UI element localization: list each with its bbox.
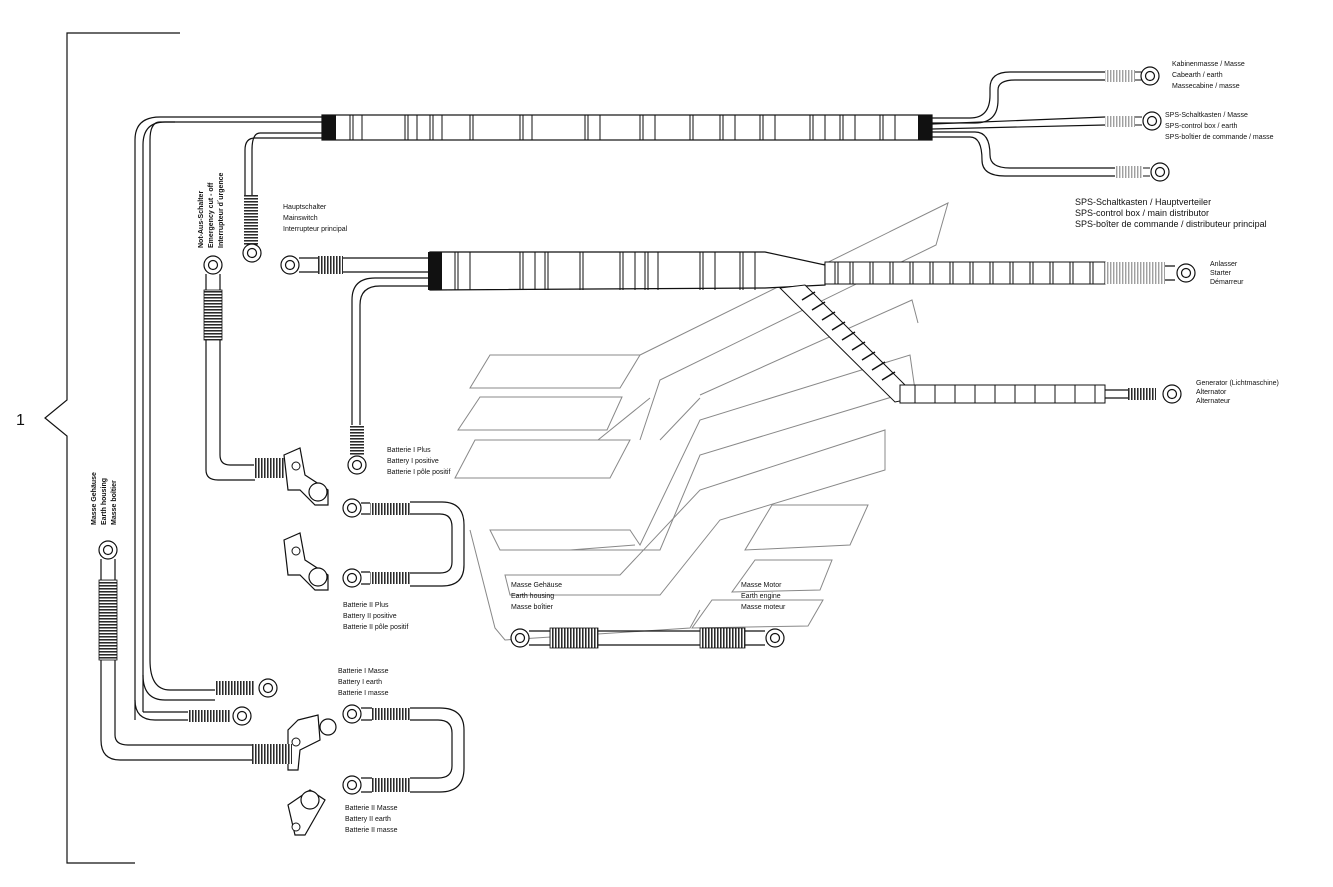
svg-text:Batterie I masse: Batterie I masse	[338, 690, 389, 697]
label-emergency-cutoff: Not-Aus-Schalter Emergency cut - off Int…	[198, 172, 225, 248]
svg-text:Interrupteur principal: Interrupteur principal	[283, 226, 348, 233]
svg-text:Anlasser: Anlasser	[1210, 261, 1238, 268]
svg-text:Batterie I Plus: Batterie I Plus	[387, 447, 431, 454]
svg-text:Masse boîtier: Masse boîtier	[111, 480, 118, 525]
ground-strap	[510, 627, 785, 649]
svg-text:Batterie II masse: Batterie II masse	[345, 827, 398, 834]
label-battery-1-earth: Batterie I Masse Battery I earth Batteri…	[338, 668, 389, 697]
svg-text:Démarreur: Démarreur	[1210, 279, 1244, 286]
svg-text:Mainswitch: Mainswitch	[283, 215, 318, 222]
svg-text:Batterie I Masse: Batterie I Masse	[338, 668, 389, 675]
svg-text:Batterie II pôle positif: Batterie II pôle positif	[343, 624, 408, 631]
background-outline	[454, 202, 949, 641]
svg-text:Masse Motor: Masse Motor	[741, 582, 782, 589]
svg-text:Starter: Starter	[1210, 270, 1232, 277]
label-mainswitch: Hauptschalter Mainswitch Interrupteur pr…	[283, 204, 348, 233]
label-earth-engine: Masse Motor Earth engine Masse moteur	[741, 582, 786, 611]
svg-text:Massecabine / masse: Massecabine / masse	[1172, 83, 1240, 90]
svg-text:Alternator: Alternator	[1196, 389, 1227, 396]
svg-text:SPS-boîter de commande / distr: SPS-boîter de commande / distributeur pr…	[1075, 219, 1267, 229]
svg-text:Masse Gehäuse: Masse Gehäuse	[511, 582, 562, 589]
label-earth-housing: Masse Gehäuse Earth housing Masse boîtie…	[511, 582, 562, 611]
svg-text:Hauptschalter: Hauptschalter	[283, 204, 327, 211]
svg-text:SPS-control box / main distri: SPS-control box / main distributor	[1075, 208, 1209, 218]
svg-text:Earth housing: Earth housing	[511, 593, 554, 600]
svg-text:Battery II positive: Battery II positive	[343, 613, 397, 620]
label-alternator: Generator (Lichtmaschine) Alternator Alt…	[1196, 380, 1279, 405]
svg-text:Battery I positive: Battery I positive	[387, 458, 439, 465]
label-battery-1-positive: Batterie I Plus Battery I positive Batte…	[387, 447, 450, 476]
svg-text:Cabearth / earth: Cabearth / earth	[1172, 72, 1223, 79]
svg-text:Alternateur: Alternateur	[1196, 398, 1231, 405]
svg-text:Earth housing: Earth housing	[101, 478, 108, 525]
label-battery-2-earth: Batterie II Masse Battery II earth Batte…	[345, 805, 398, 834]
item-bracket	[44, 32, 180, 864]
svg-text:Battery I earth: Battery I earth	[338, 679, 382, 686]
svg-text:Batterie II Plus: Batterie II Plus	[343, 602, 389, 609]
svg-text:Earth engine: Earth engine	[741, 593, 781, 600]
mainswitch-harness	[280, 251, 1196, 475]
svg-text:Emergency cut - off: Emergency cut - off	[208, 182, 215, 248]
svg-text:Battery II earth: Battery II earth	[345, 816, 391, 823]
svg-text:Interrupteur d´urgence: Interrupteur d´urgence	[218, 172, 225, 248]
svg-text:Generator (Lichtmaschine): Generator (Lichtmaschine)	[1196, 380, 1279, 387]
label-sps-earth: SPS-Schaltkasten / Masse SPS-control box…	[1165, 112, 1274, 141]
svg-text:Batterie II Masse: Batterie II Masse	[345, 805, 398, 812]
svg-text:SPS-control box / earth: SPS-control box / earth	[1165, 123, 1237, 130]
svg-text:Batterie I pôle positif: Batterie I pôle positif	[387, 469, 450, 476]
svg-text:Not-Aus-Schalter: Not-Aus-Schalter	[198, 191, 205, 248]
earth-housing-cable	[98, 540, 292, 764]
label-earth-housing-left: Masse Gehäuse Earth housing Masse boîtie…	[91, 472, 118, 525]
battery-connections	[134, 447, 465, 836]
label-battery-2-positive: Batterie II Plus Battery II positive Bat…	[343, 602, 408, 631]
label-starter: Anlasser Starter Démarreur	[1210, 261, 1244, 286]
svg-text:Masse moteur: Masse moteur	[741, 604, 786, 611]
svg-text:SPS-Schaltkasten / Hauptvertei: SPS-Schaltkasten / Hauptverteiler	[1075, 197, 1211, 207]
label-sps-main-distributor: SPS-Schaltkasten / Hauptverteiler SPS-co…	[1075, 197, 1267, 229]
svg-text:SPS-Schaltkasten / Masse: SPS-Schaltkasten / Masse	[1165, 112, 1248, 119]
label-cab-earth: Kabinenmasse / Masse Cabearth / earth Ma…	[1172, 61, 1245, 90]
item-number: 1	[16, 412, 25, 429]
top-harness	[134, 66, 1170, 720]
svg-text:SPS-boîtier de commande / mass: SPS-boîtier de commande / masse	[1165, 134, 1274, 141]
svg-text:Masse boîtier: Masse boîtier	[511, 604, 554, 611]
emergency-cutoff-cable	[203, 195, 284, 481]
svg-text:Masse Gehäuse: Masse Gehäuse	[91, 472, 98, 525]
svg-text:Kabinenmasse / Masse: Kabinenmasse / Masse	[1172, 61, 1245, 68]
